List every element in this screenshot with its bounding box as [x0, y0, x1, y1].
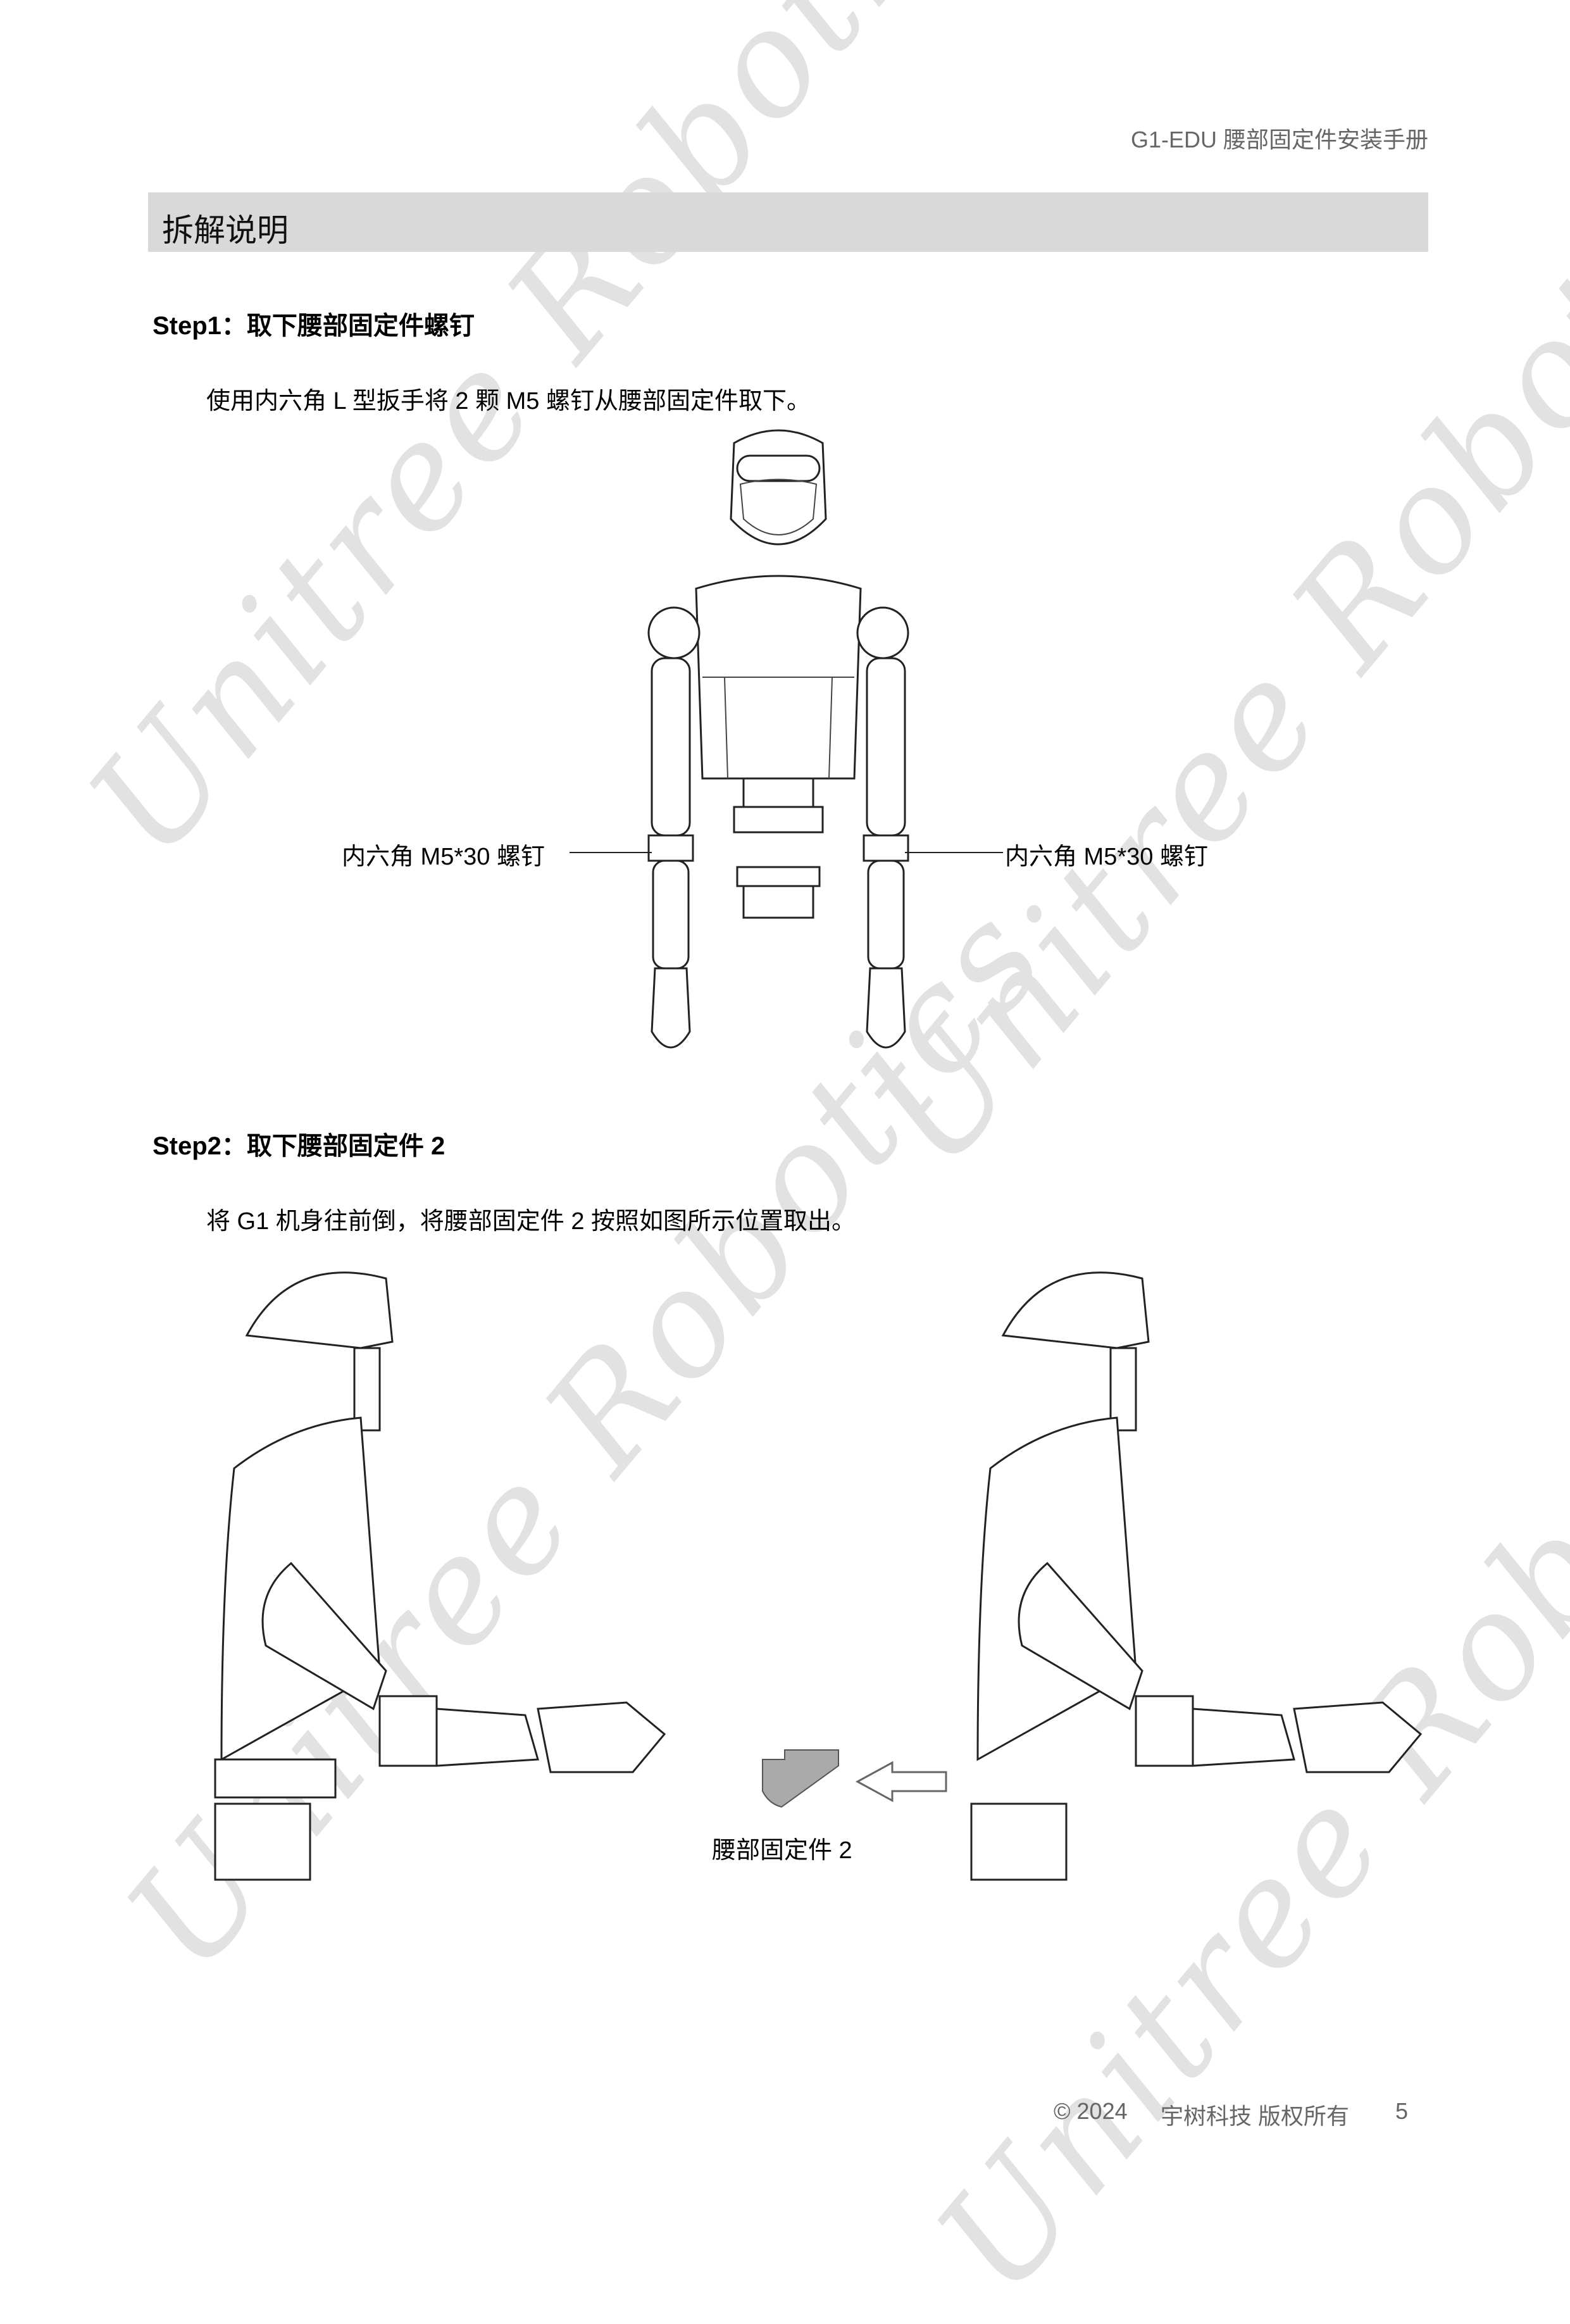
- step2-instruction: 将 G1 机身往前倒，将腰部固定件 2 按照如图所示位置取出。: [206, 1208, 856, 1235]
- section-title: 拆解说明: [162, 213, 289, 248]
- waist-fixture-part: [762, 1749, 839, 1808]
- callout-line-right: [905, 852, 1003, 853]
- step2-title: Step2：取下腰部固定件 2: [153, 1132, 445, 1160]
- callout-label-left: 内六角 M5*30 螺钉: [342, 844, 545, 870]
- page-number: 5: [1395, 2098, 1409, 2124]
- waist-fixture-2-part-and-arrow: [762, 1749, 947, 1808]
- section-header-bar: 拆解说明: [148, 192, 1428, 252]
- step1-title: Step1：取下腰部固定件螺钉: [153, 312, 475, 340]
- callout-line-left: [570, 852, 652, 853]
- robot-side-view-after-illustration: [970, 1271, 1423, 1881]
- footer-company: 宇树科技 版权所有: [1161, 2103, 1350, 2129]
- robot-side-view-before-illustration: [214, 1271, 666, 1881]
- robot-front-view-illustration: [647, 429, 909, 1049]
- callout-label-right: 内六角 M5*30 螺钉: [1005, 844, 1208, 870]
- part-label: 腰部固定件 2: [712, 1837, 852, 1864]
- step1-instruction: 使用内六角 L 型扳手将 2 颗 M5 螺钉从腰部固定件取下。: [206, 388, 811, 415]
- footer-copyright: © 2024: [1054, 2098, 1128, 2124]
- arrow-left-icon: [855, 1761, 947, 1802]
- document-header-title: G1-EDU 腰部固定件安装手册: [1130, 127, 1428, 153]
